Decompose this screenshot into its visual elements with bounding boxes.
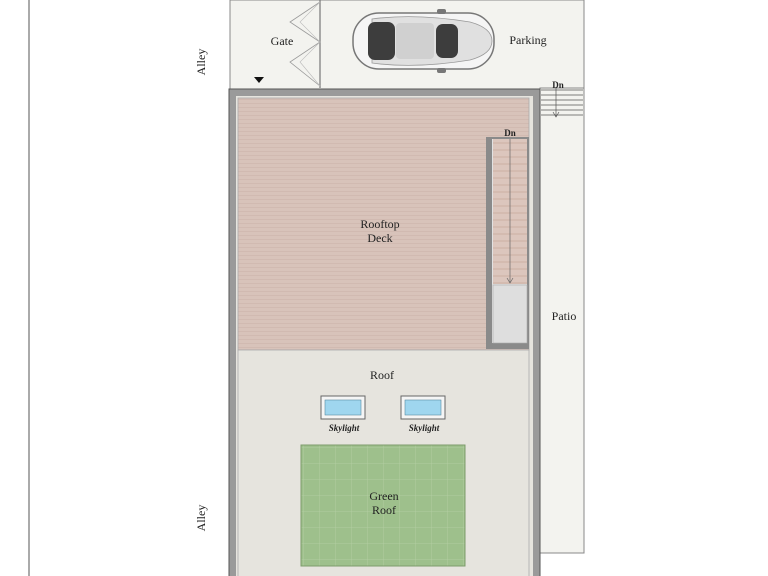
skylight-left-icon bbox=[320, 395, 366, 420]
green-roof-label: Green Roof bbox=[369, 489, 399, 517]
patio-label: Patio bbox=[551, 309, 577, 323]
alley-bottom-label: Alley bbox=[194, 504, 208, 532]
roof-label: Roof bbox=[370, 368, 394, 382]
stair-direction-arrow-icon bbox=[506, 139, 514, 284]
stair-landing bbox=[492, 284, 528, 344]
skylight-right-label: Skylight bbox=[408, 423, 440, 433]
car-icon bbox=[352, 9, 495, 73]
parking-label: Parking bbox=[509, 33, 547, 47]
dn-inner-label: Dn bbox=[504, 128, 516, 138]
entry-arrow-icon bbox=[254, 77, 264, 83]
skylight-left-label: Skylight bbox=[328, 423, 360, 433]
gate-leaf-inner bbox=[299, 1, 321, 87]
rooftop-deck-label: Rooftop Deck bbox=[360, 217, 400, 245]
outer-stairs bbox=[541, 87, 583, 118]
green-roof-area bbox=[300, 444, 466, 567]
skylight-right-icon bbox=[400, 395, 446, 420]
patio-area bbox=[539, 87, 585, 554]
alley-top-label: Alley bbox=[194, 48, 208, 76]
rooftop-deck-area bbox=[237, 97, 530, 351]
gate-label: Gate bbox=[270, 34, 294, 48]
dn-outer-label: Dn bbox=[552, 80, 564, 90]
